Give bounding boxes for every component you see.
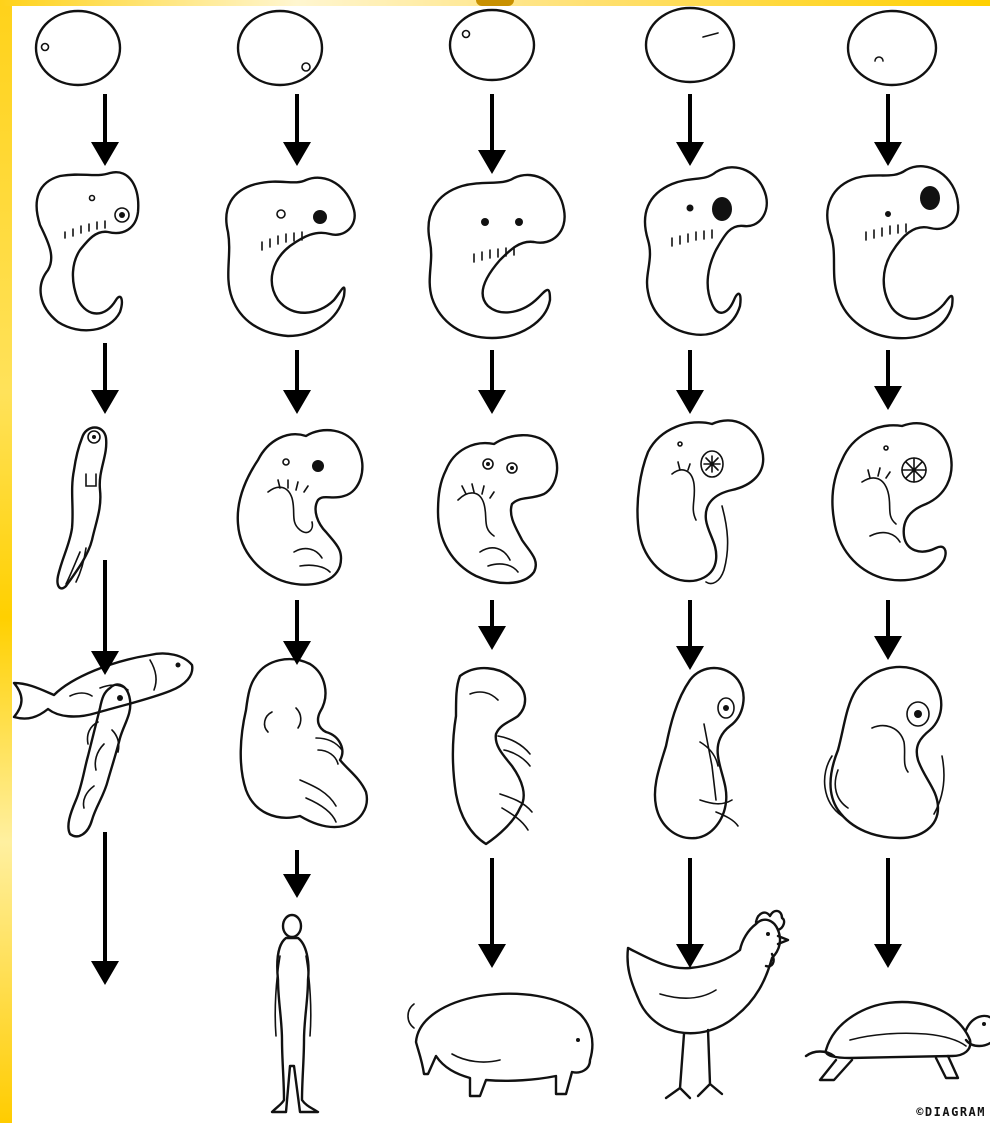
mid-embryo-fish [57, 428, 106, 589]
arrow-human-4 [283, 850, 311, 898]
egg-turtle [848, 11, 936, 85]
arrow-turtle-1 [874, 94, 902, 166]
arrow-chicken-2 [676, 350, 704, 414]
early-embryo-human [226, 178, 354, 336]
arrow-fish-3 [91, 560, 119, 675]
late-embryo-human [241, 659, 367, 827]
arrow-human-1 [283, 94, 311, 166]
egg-pig [450, 10, 534, 80]
early-embryo-fish [37, 172, 139, 330]
arrow-turtle-2 [874, 350, 902, 410]
late-embryo-turtle [825, 667, 944, 838]
egg-human [238, 11, 322, 85]
egg-fish [36, 11, 120, 85]
mid-embryo-chicken [637, 420, 763, 583]
arrow-pig-1 [478, 94, 506, 174]
mid-embryo-human [238, 430, 363, 584]
arrow-chicken-3 [676, 600, 704, 670]
egg-chicken [646, 8, 734, 82]
early-embryo-chicken [645, 167, 767, 334]
diagram-credit: ©DIAGRAM [916, 1105, 986, 1119]
late-embryo-chicken [655, 668, 744, 838]
adult-turtle [806, 1002, 990, 1080]
arrow-human-3 [283, 600, 311, 665]
arrow-pig-2 [478, 350, 506, 414]
arrow-chicken-4 [676, 858, 704, 968]
arrow-pig-3 [478, 600, 506, 650]
arrow-fish-1 [91, 94, 119, 166]
arrow-turtle-3 [874, 600, 902, 660]
adult-chicken [627, 911, 788, 1098]
early-embryo-turtle [827, 166, 958, 338]
mid-embryo-pig [438, 435, 557, 583]
arrow-fish-4 [91, 832, 119, 985]
mid-embryo-turtle [832, 423, 951, 580]
adult-human [272, 915, 318, 1112]
late-embryo-pig [453, 668, 532, 844]
arrows [91, 94, 902, 985]
arrow-pig-4 [478, 858, 506, 968]
arrow-turtle-4 [874, 858, 902, 968]
early-embryo-pig [428, 175, 564, 338]
adult-pig [408, 994, 592, 1096]
arrow-human-2 [283, 350, 311, 414]
arrow-fish-2 [91, 343, 119, 414]
arrow-chicken-1 [676, 94, 704, 166]
